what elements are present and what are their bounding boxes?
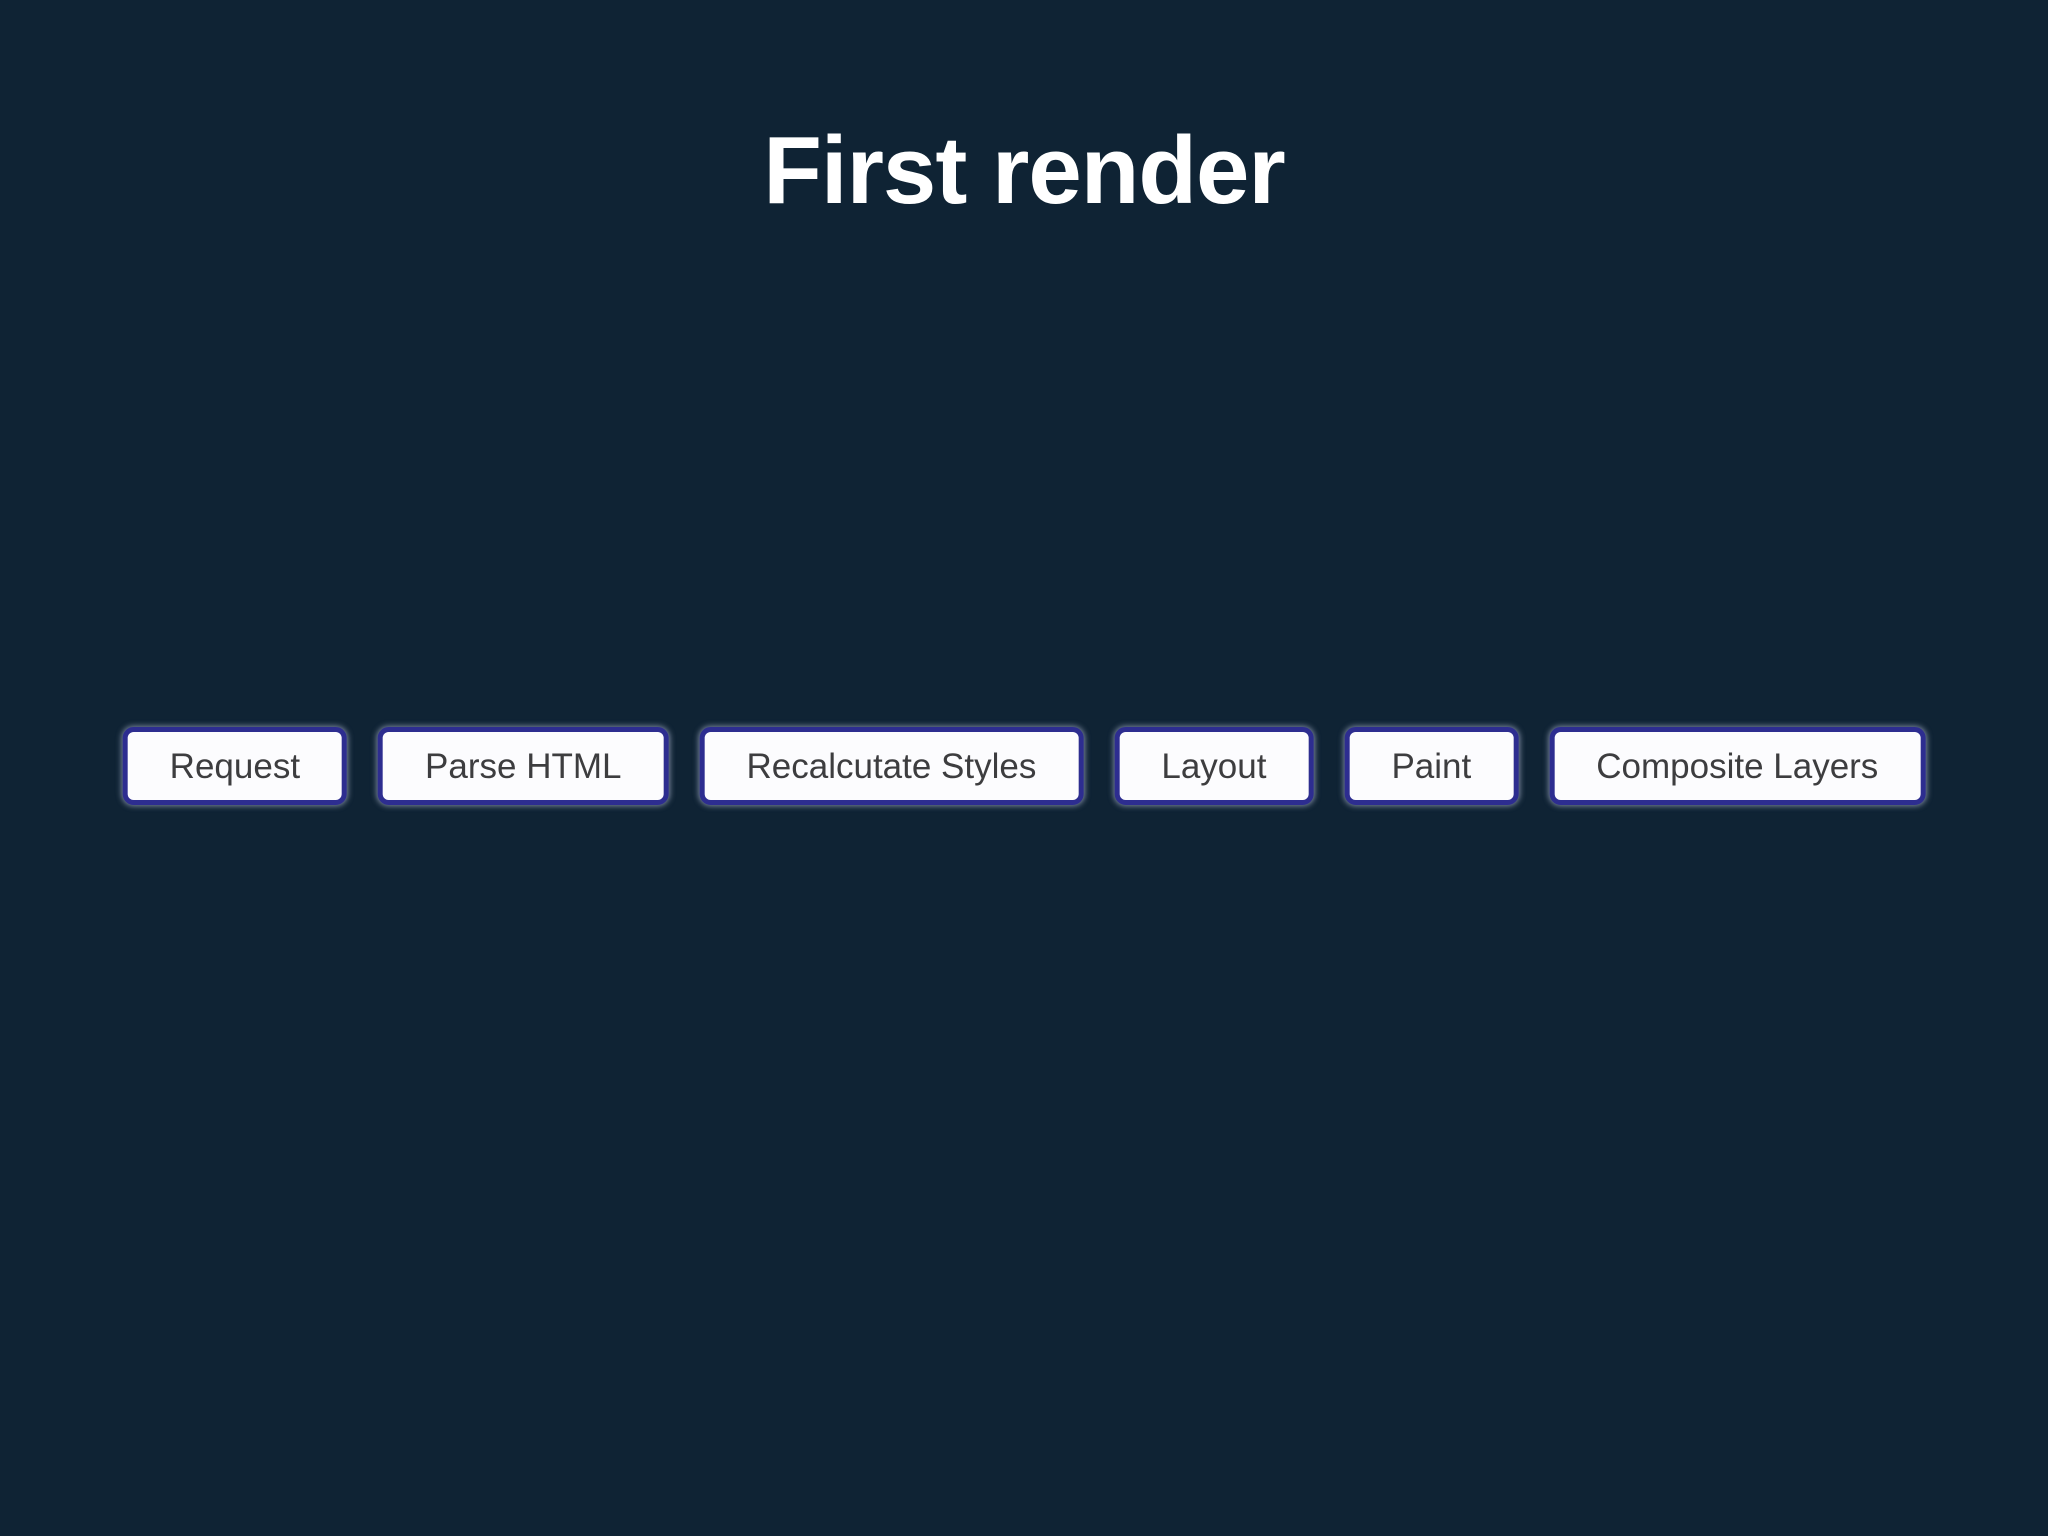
pipeline-steps-row: Request Parse HTML Recalcutate Styles Layou… — [122, 727, 1926, 805]
pipeline-step-parse-html[interactable]: Parse HTML — [378, 727, 669, 805]
pipeline-step-request[interactable]: Request — [122, 727, 348, 805]
pipeline-step-layout[interactable]: Layout — [1114, 727, 1314, 805]
pipeline-step-composite-layers[interactable]: Composite Layers — [1549, 727, 1926, 805]
pipeline-step-paint[interactable]: Paint — [1344, 727, 1519, 805]
pipeline-step-recalcutate-styles[interactable]: Recalcutate Styles — [699, 727, 1084, 805]
slide-title: First render — [763, 117, 1285, 224]
